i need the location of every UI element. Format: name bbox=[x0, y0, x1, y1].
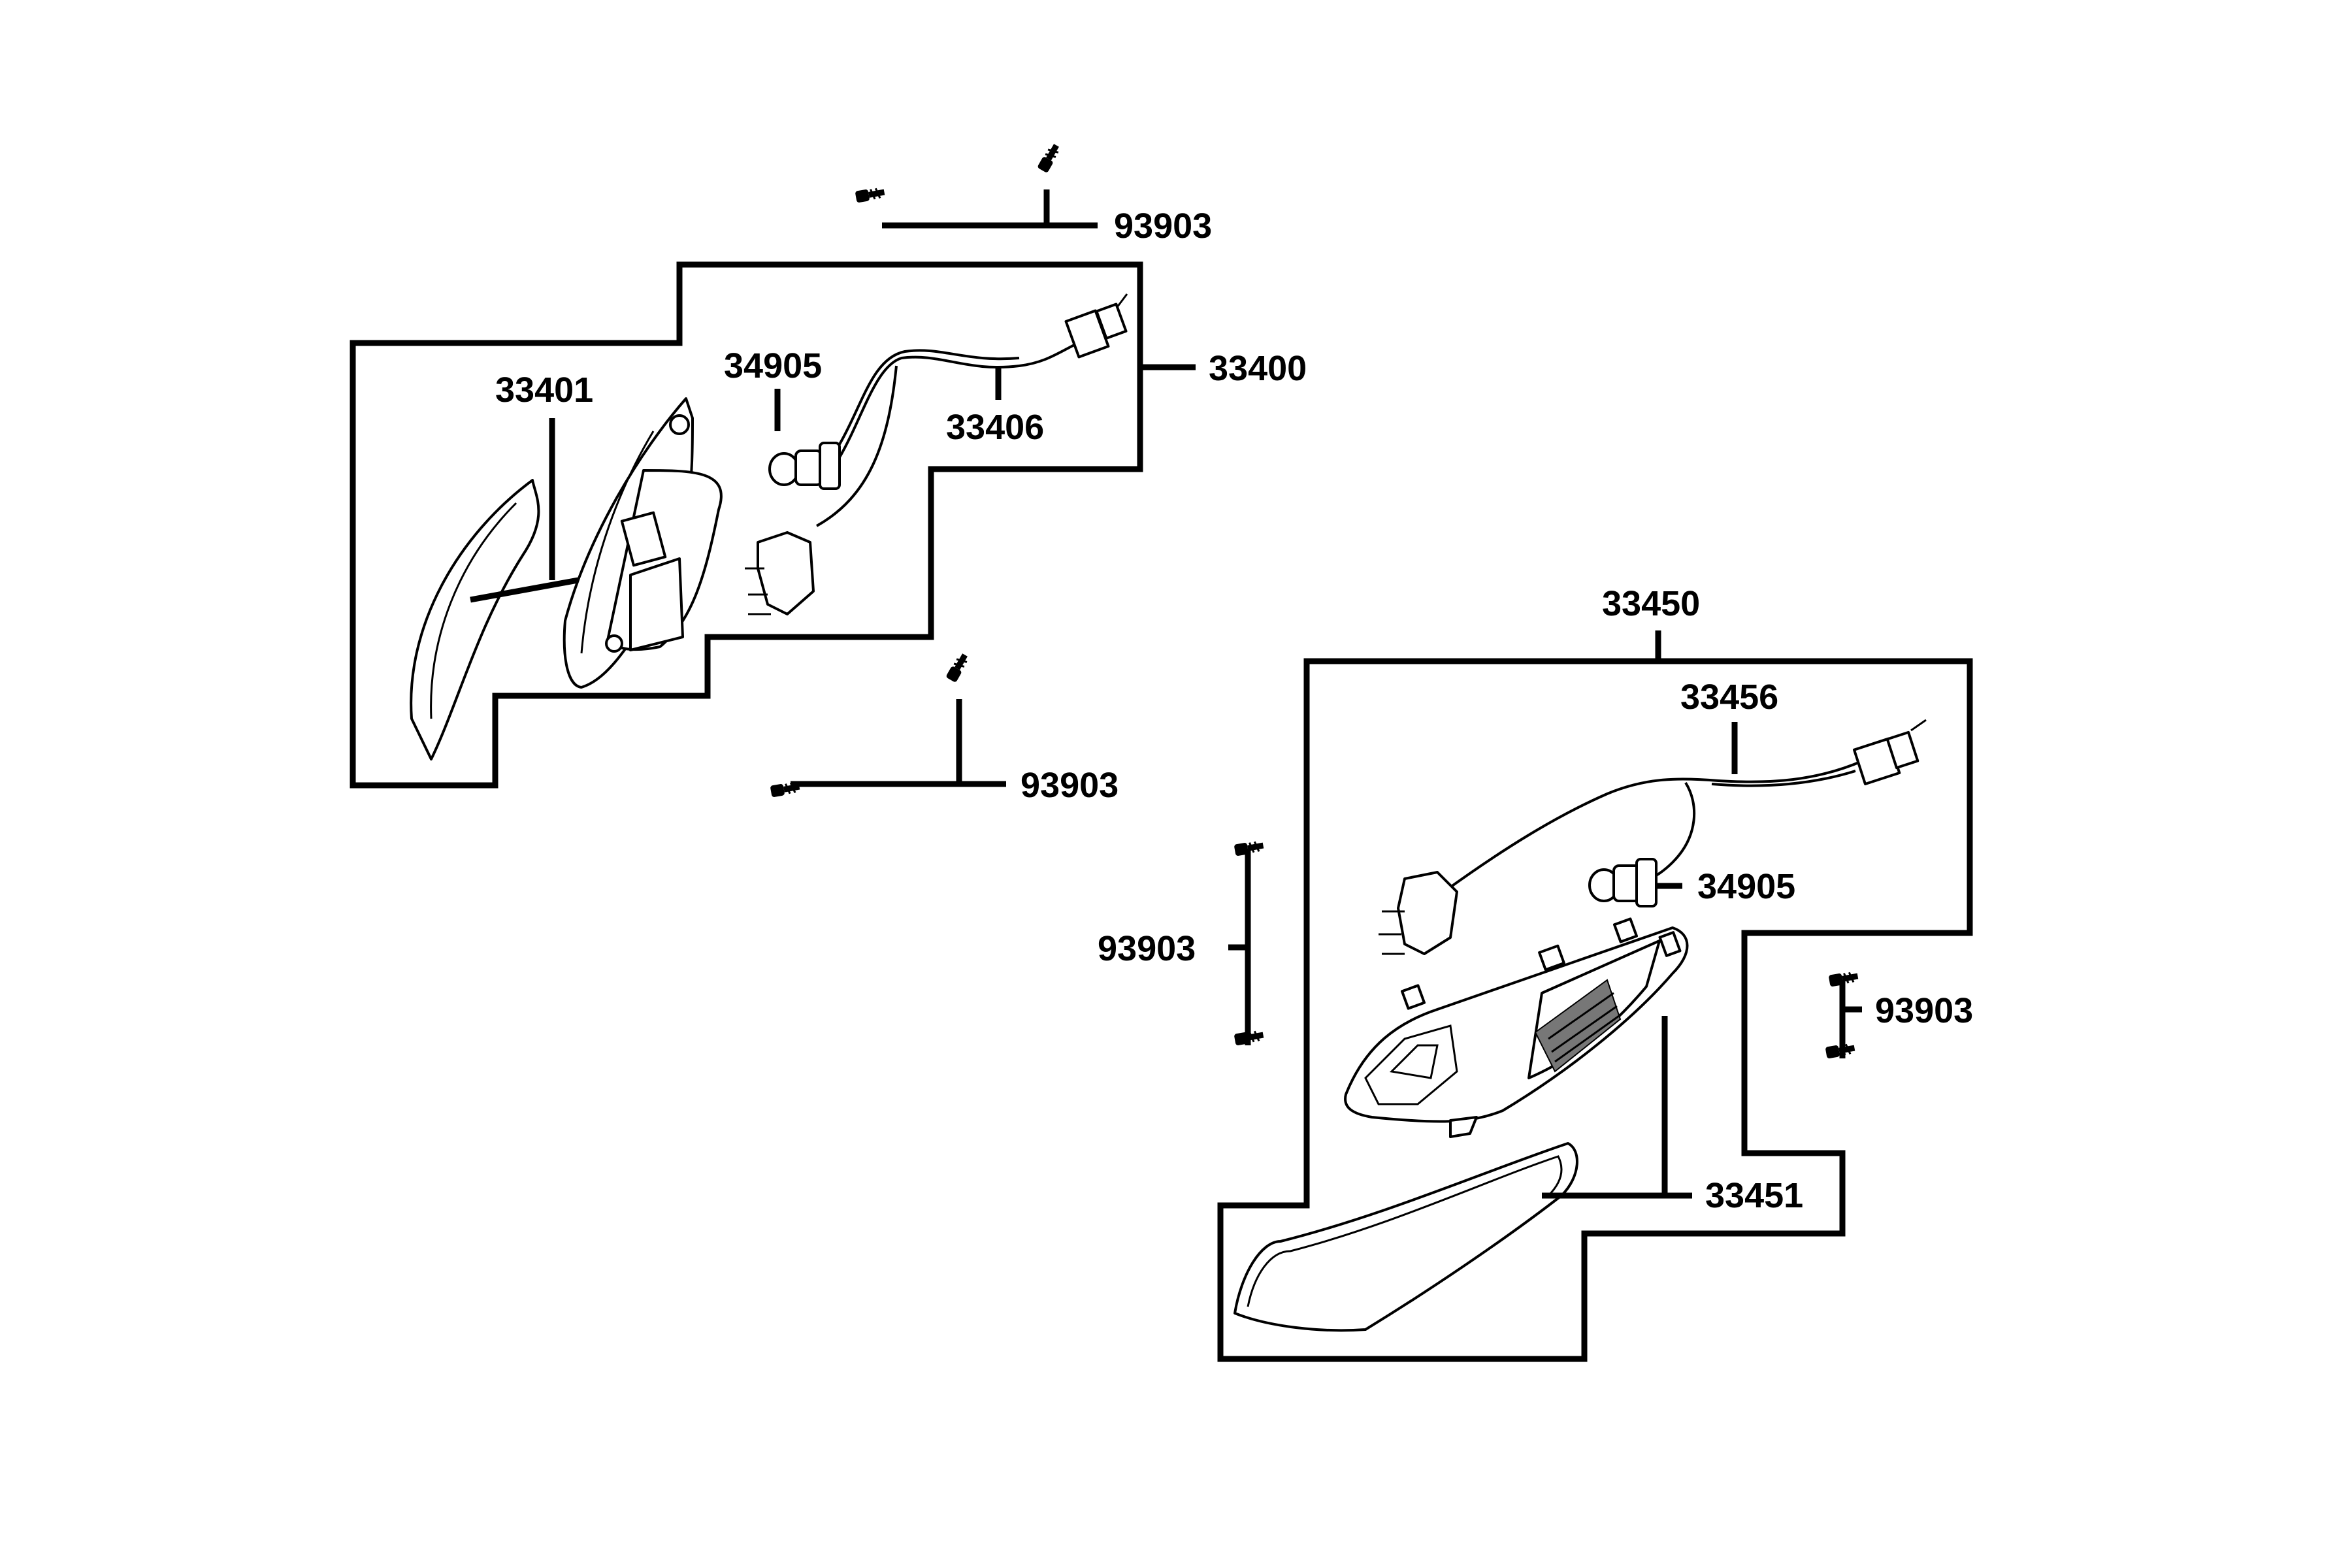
label-93903-right-left: 93903 bbox=[1098, 929, 1196, 968]
left-lens bbox=[410, 479, 540, 760]
label-33456: 33456 bbox=[1680, 678, 1778, 717]
socket-icon bbox=[745, 531, 815, 615]
label-33451: 33451 bbox=[1705, 1176, 1803, 1215]
label-93903-top: 93903 bbox=[1114, 206, 1212, 246]
screw-group-right-left: 93903 bbox=[1098, 840, 1264, 1045]
right-harness bbox=[1379, 719, 1927, 955]
label-34905-right: 34905 bbox=[1697, 867, 1795, 906]
left-bulb: 34905 bbox=[724, 346, 841, 490]
screw-icon bbox=[855, 186, 885, 203]
bulb-icon bbox=[1588, 858, 1658, 907]
connector-icon bbox=[1852, 719, 1927, 785]
screw-group-right-right: 93903 bbox=[1825, 970, 1973, 1058]
left-harness bbox=[745, 293, 1128, 615]
bulb-icon bbox=[768, 442, 841, 490]
housing-mesh bbox=[1534, 979, 1622, 1073]
label-93903-left-bottom: 93903 bbox=[1021, 766, 1119, 805]
right-lens bbox=[1233, 1142, 1578, 1332]
connector-icon bbox=[1064, 293, 1128, 359]
left-assembly: 93903 33401 34905 bbox=[350, 142, 1307, 805]
right-housing bbox=[1344, 917, 1689, 1138]
label-33401: 33401 bbox=[495, 370, 593, 410]
left-housing bbox=[563, 397, 723, 689]
label-34905-left: 34905 bbox=[724, 346, 822, 385]
label-33450: 33450 bbox=[1602, 584, 1700, 623]
label-33400: 33400 bbox=[1209, 349, 1307, 388]
socket-icon bbox=[1379, 871, 1458, 955]
screw-icon bbox=[945, 652, 970, 683]
screw-group-top: 93903 bbox=[855, 142, 1212, 246]
left-assembly-frame bbox=[350, 261, 1143, 789]
label-33406: 33406 bbox=[946, 408, 1044, 447]
right-assembly-frame bbox=[1217, 658, 1973, 1362]
label-93903-right-right: 93903 bbox=[1875, 991, 1973, 1030]
right-assembly: 33450 33456 3490 bbox=[1098, 584, 1973, 1362]
right-bulb: 34905 bbox=[1588, 858, 1795, 907]
screw-icon bbox=[1037, 142, 1062, 173]
screw-group-left-bottom: 93903 bbox=[770, 652, 1119, 805]
